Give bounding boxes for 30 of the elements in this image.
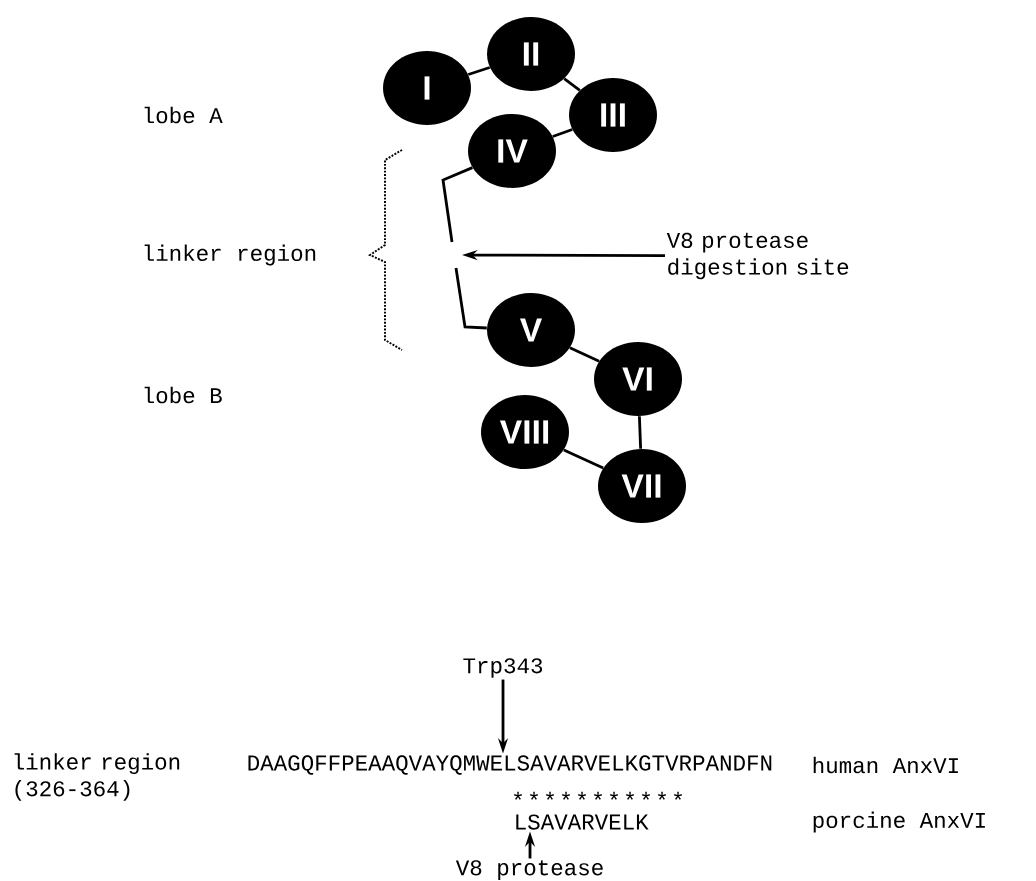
- label-text: lobe B: [144, 386, 222, 404]
- annotation-text: V8 protease digestion site: [666, 232, 849, 280]
- connector-line: [569, 346, 600, 363]
- connector-line: [467, 66, 491, 76]
- asterisk-mark: *: [594, 791, 602, 800]
- asterisk-mark: *: [546, 791, 554, 800]
- label-text: linker region: [144, 244, 316, 266]
- sequence-text: DAAGQFFPEAAQVAYQMWELSAVARVELKGTVRPANDFN: [248, 755, 772, 775]
- asterisk-mark: *: [562, 791, 570, 800]
- asterisk-mark: *: [514, 791, 522, 800]
- linker-line: [454, 267, 487, 330]
- asterisk-mark: *: [642, 791, 650, 800]
- connector-line: [563, 77, 581, 92]
- annotation-text: Trp343: [463, 658, 543, 678]
- connector-line: [563, 448, 604, 470]
- label-text: human AnxVI: [813, 756, 958, 774]
- linker-line: [441, 166, 473, 243]
- asterisk-mark: *: [674, 791, 682, 800]
- asterisk-mark: *: [578, 791, 586, 800]
- connector-line: [638, 416, 643, 449]
- asterisk-mark: *: [530, 791, 538, 800]
- label-text: lobe A: [144, 106, 223, 124]
- connector-line: [552, 128, 573, 138]
- label-text: linker region (326-364): [14, 753, 180, 801]
- sequence-text: LSAVARVELK: [516, 814, 649, 830]
- annotation-text: V8 protease: [455, 860, 603, 880]
- label-text: porcine AnxVI: [813, 811, 985, 833]
- asterisk-mark: *: [658, 791, 666, 800]
- asterisk-mark: *: [626, 791, 634, 800]
- asterisk-mark: *: [610, 791, 618, 800]
